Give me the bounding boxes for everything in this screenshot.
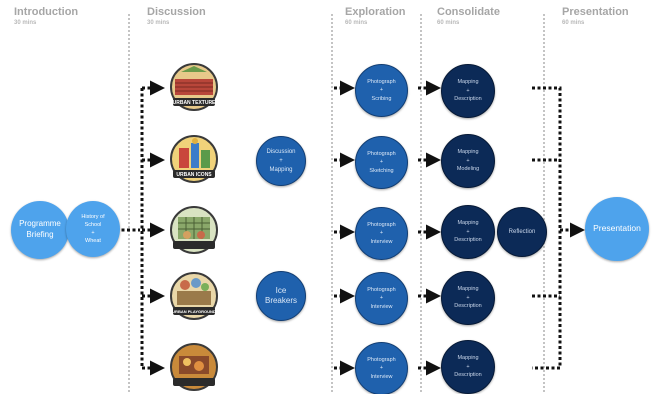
node-label: Mapping — [457, 355, 479, 362]
phase-divider — [420, 14, 422, 392]
node-label: Description — [454, 303, 482, 310]
phase-title-discussion: Discussion — [147, 6, 206, 18]
node-label: Photograph — [367, 221, 396, 228]
node-label: Programme — [19, 219, 61, 229]
node-label: Photograph — [367, 150, 396, 157]
history-of-school-node: History of School + Wheat — [66, 201, 120, 257]
node-label: Presentation — [593, 223, 641, 234]
node-label: Mapping — [457, 149, 479, 156]
node-label: Scribing — [371, 95, 392, 102]
node-label: Description — [454, 237, 482, 244]
node-label: + — [91, 230, 95, 236]
node-label: + — [466, 228, 470, 235]
connector-line — [532, 86, 562, 370]
exploration-node-interview: Photograph + Interview — [355, 342, 408, 394]
node-label: Interview — [370, 373, 393, 380]
phase-divider — [543, 14, 545, 392]
node-label: School — [84, 221, 102, 228]
node-label: + — [379, 87, 384, 94]
urban-texture-badge-icon: URBAN TEXTURE — [170, 63, 218, 111]
consolidate-node-description: Mapping + Description — [441, 340, 495, 394]
consolidate-node-description: Mapping + Description — [441, 271, 495, 325]
phase-duration-discussion: 30 mins — [147, 20, 170, 26]
phase-divider — [128, 14, 130, 392]
node-label: Photograph — [367, 356, 396, 363]
badge-label: URBAN ICONS — [176, 172, 212, 178]
node-label: Photograph — [367, 78, 396, 85]
phase-title-exploration: Exploration — [345, 6, 406, 18]
badge-label: URBAN TEXTURE — [173, 100, 216, 106]
node-label: Ice — [275, 285, 287, 295]
presentation-node: Presentation — [585, 197, 649, 261]
reflection-node: Reflection — [497, 207, 547, 257]
node-label: Mapping — [457, 79, 479, 86]
node-label: Description — [454, 96, 482, 103]
badge-label: URBAN PLAYGROUND — [172, 309, 216, 314]
exploration-node-sketching: Photograph + Sketching — [355, 136, 408, 189]
node-label: + — [279, 157, 283, 164]
urban-playground-badge-icon: URBAN PLAYGROUND — [170, 272, 218, 320]
node-label: Breakers — [264, 296, 297, 305]
phase-duration-exploration: 60 mins — [345, 20, 368, 26]
node-label: + — [379, 365, 384, 372]
urban-living-badge-icon — [170, 206, 218, 254]
node-label: + — [379, 159, 384, 166]
urban-icons-badge-icon: URBAN ICONS — [170, 135, 218, 183]
node-label: + — [379, 230, 384, 237]
node-label: + — [466, 87, 470, 94]
exploration-node-scribing: Photograph + Scribing — [355, 64, 408, 117]
phase-divider — [331, 14, 333, 392]
exploration-node-interview: Photograph + Interview — [355, 272, 408, 325]
consolidate-node-description: Mapping + Description — [441, 205, 495, 259]
phase-title-introduction: Introduction — [14, 6, 79, 18]
node-label: Description — [454, 372, 482, 379]
node-label: Mapping — [457, 220, 479, 227]
node-label: Mapping — [457, 286, 479, 293]
node-label: Interview — [370, 238, 393, 245]
node-label: Sketching — [369, 167, 394, 174]
node-label: History of — [81, 213, 105, 220]
node-label: + — [466, 157, 470, 164]
ice-breakers-node: Ice Breakers — [256, 271, 306, 321]
phase-duration-introduction: 30 mins — [14, 20, 37, 26]
phase-title-presentation: Presentation — [562, 6, 629, 18]
discussion-mapping-node: Discussion + Mapping — [256, 136, 306, 186]
node-label: + — [466, 363, 470, 370]
phase-title-consolidate: Consolidate — [437, 6, 500, 18]
node-label: Reflection — [508, 228, 536, 235]
node-label: + — [379, 295, 384, 302]
exploration-node-interview: Photograph + Interview — [355, 207, 408, 260]
programme-briefing-node: Programme Briefing — [11, 201, 69, 259]
urban-food-badge-icon — [170, 343, 218, 391]
node-label: Briefing — [26, 230, 54, 239]
node-label: Wheat — [85, 238, 101, 245]
consolidate-node-modeling: Mapping + Modeling — [441, 134, 495, 188]
node-label: Modeling — [456, 166, 480, 173]
phase-duration-presentation: 60 mins — [562, 20, 585, 26]
node-label: Mapping — [269, 166, 293, 173]
node-label: Photograph — [367, 286, 396, 293]
node-label: Discussion — [266, 148, 296, 155]
node-label: Interview — [370, 303, 393, 310]
node-label: + — [466, 294, 470, 301]
consolidate-node-description: Mapping + Description — [441, 64, 495, 118]
phase-duration-consolidate: 60 mins — [437, 20, 460, 26]
